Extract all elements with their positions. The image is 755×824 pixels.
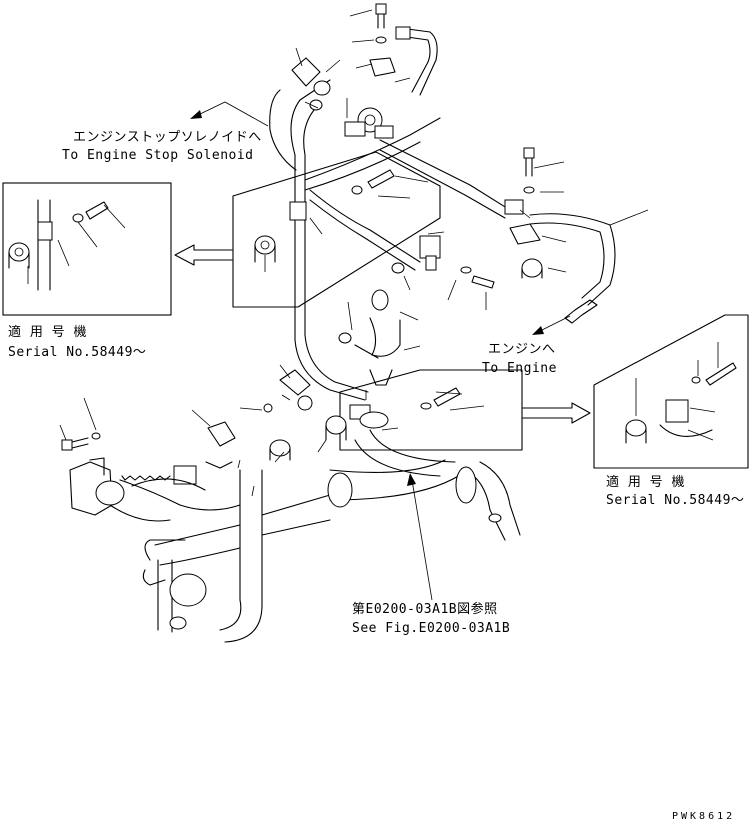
right-detail-box (593, 314, 749, 469)
left-detail-box (2, 182, 172, 316)
leader-lines (59, 9, 649, 497)
engine-label-en: To Engine (482, 361, 557, 376)
see-fig-label-en: See Fig.E0200-03A1B (352, 621, 510, 636)
engine-stop-label-en: To Engine Stop Solenoid (62, 148, 254, 163)
callout-arrows (190, 101, 571, 601)
serial-right-label-jp: 適 用 号 機 (606, 474, 685, 490)
right-pointer-arrow (521, 402, 591, 424)
center-detail-box (232, 151, 441, 308)
serial-left-label-jp: 適 用 号 機 (8, 324, 87, 340)
see-fig-label-jp: 第E0200-03A1B図参照 (352, 601, 498, 617)
engine-stop-label-jp: エンジンストップソレノイドへ (73, 130, 262, 145)
left-pointer-arrow (174, 244, 233, 266)
lower-center-box (339, 369, 523, 451)
engine-label-jp: エンジンへ (488, 342, 556, 357)
serial-right-label-en: Serial No.58449～ (606, 493, 744, 508)
serial-left-label-en: Serial No.58449～ (8, 345, 146, 360)
drawing-code: PWK8612 (672, 811, 735, 822)
text-labels: エンジンストップソレノイドへ To Engine Stop Solenoid 適… (8, 130, 744, 822)
parts (61, 3, 598, 630)
